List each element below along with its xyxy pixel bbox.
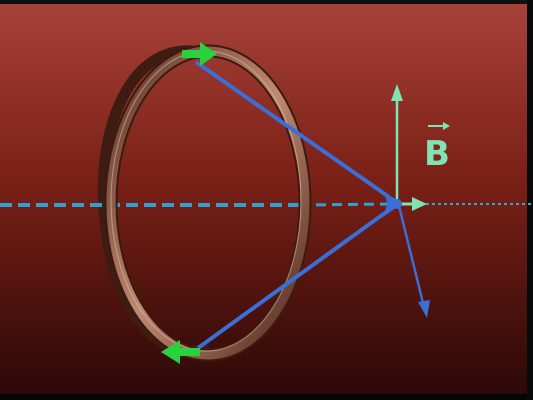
right-border [527,0,533,400]
diagonal-field-arrowhead [418,300,430,318]
upper-distance-vector [194,60,391,199]
top-border [0,0,533,4]
axial-field-arrowhead [412,197,427,211]
lower-distance-vector [196,208,391,350]
field-label: B [424,134,450,174]
bottom-border [0,394,533,400]
diagonal-field-component [397,205,426,308]
current-arrow-bottom [161,340,200,364]
current-arrow-top [182,42,217,66]
field-label-vector-arrow-icon [443,122,450,130]
vertical-field-arrowhead [391,84,403,101]
field-point [392,199,402,209]
